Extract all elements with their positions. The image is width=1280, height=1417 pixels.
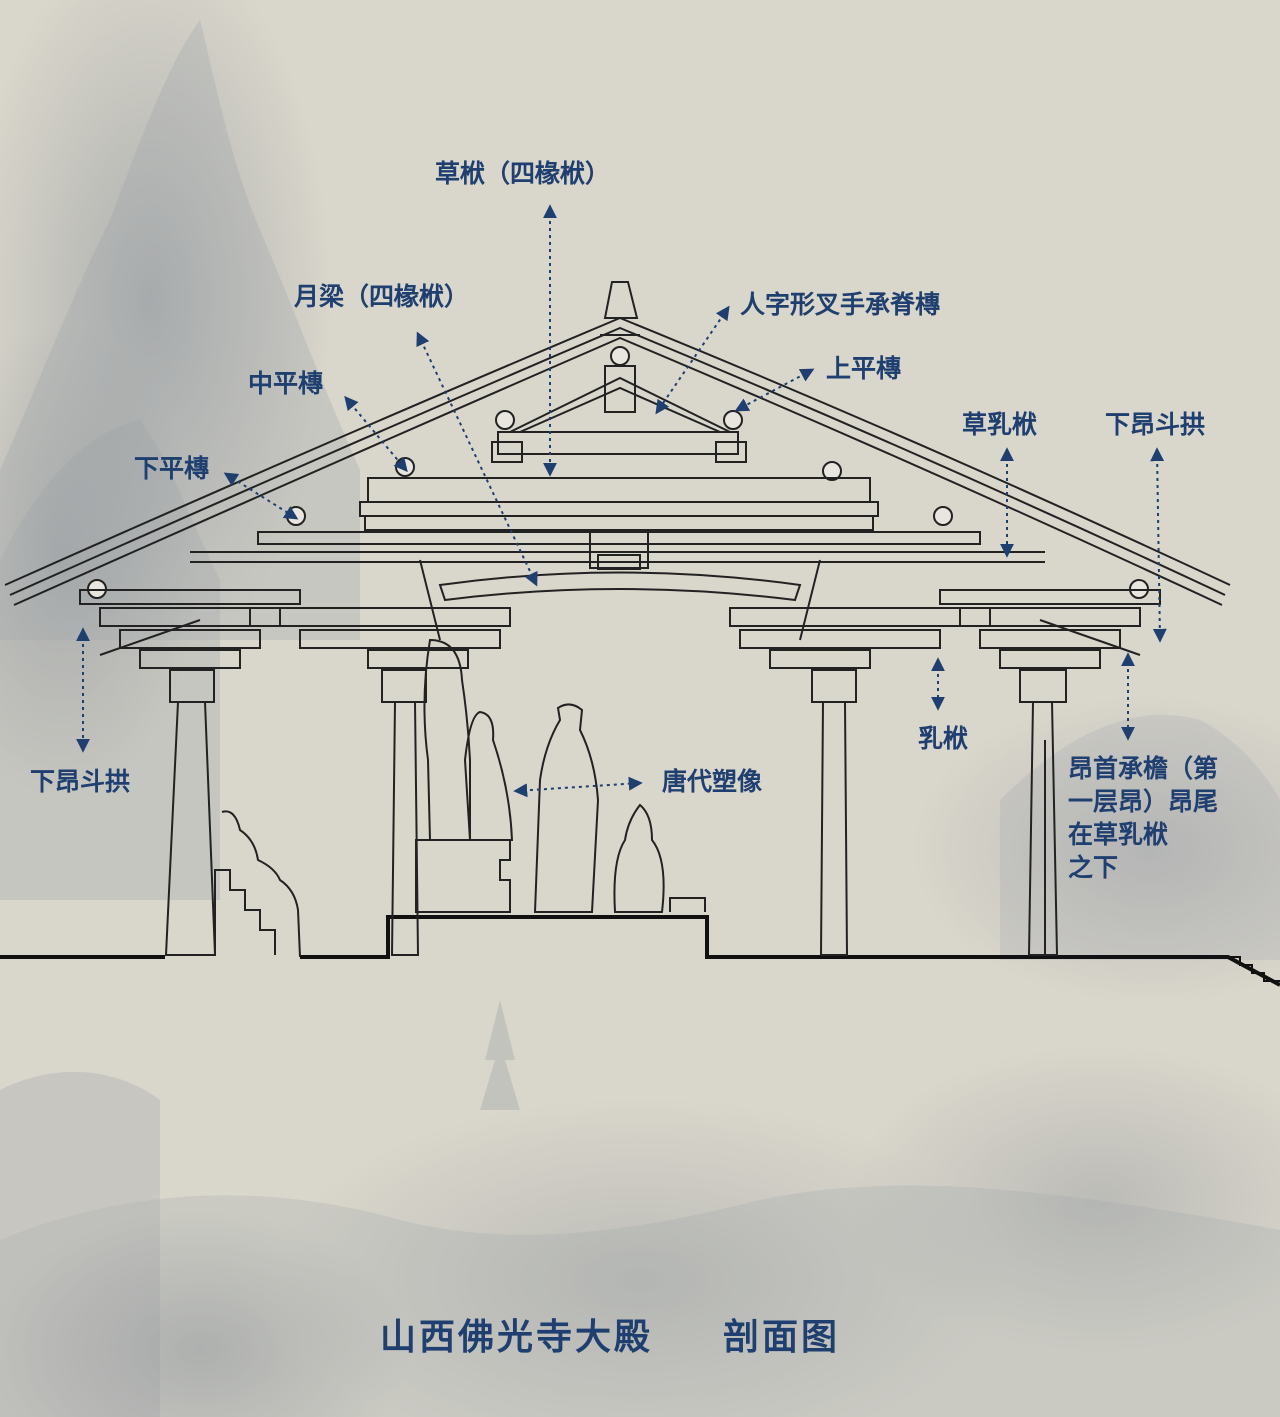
ground-platform [0,915,1280,987]
label-ang-shou-line: 一层昂）昂尾 [1068,787,1219,816]
title-main: 山西佛光寺大殿 [380,1316,654,1358]
label-tang-statues: 唐代塑像 [662,767,763,796]
ridge-truss [491,365,747,463]
title-sub: 剖面图 [723,1316,841,1358]
columns [164,669,1067,956]
moon-beam [438,529,802,602]
label-ang-shou-line: 昂首承檐（第 [1068,754,1219,783]
label-ang-shou-line: 在草乳栿 [1068,820,1169,849]
label-cao-ru: 草乳栿 [962,410,1038,439]
label-ang-shou-line: 之下 [1068,853,1119,882]
label-yue-liang: 月梁（四椽栿） [294,282,470,311]
upper-beams [190,477,1045,563]
label-xia-ang-left: 下昂斗拱 [30,767,131,796]
label-shang-ping: 上平槫 [826,354,902,383]
leader-arrows [76,204,1167,798]
label-ren-zi-truss: 人字形叉手承脊槫 [740,290,941,319]
label-xia-ang-right: 下昂斗拱 [1105,410,1206,439]
stair-left [214,810,301,958]
label-ru-fu: 乳栿 [918,724,969,753]
mountain-landscape [0,20,1280,1417]
roof [4,281,1231,606]
page-title: 山西佛光寺大殿 剖面图 [380,1308,840,1360]
tang-statues [415,638,706,913]
label-xia-ping: 下平槫 [134,454,210,483]
label-ang-shou: 昂首承檐（第 一层昂）昂尾 在草乳栿 之下 [1068,752,1258,884]
label-cao-fu: 草栿（四椽栿） [435,159,611,188]
label-zhong-ping: 中平槫 [248,369,324,398]
